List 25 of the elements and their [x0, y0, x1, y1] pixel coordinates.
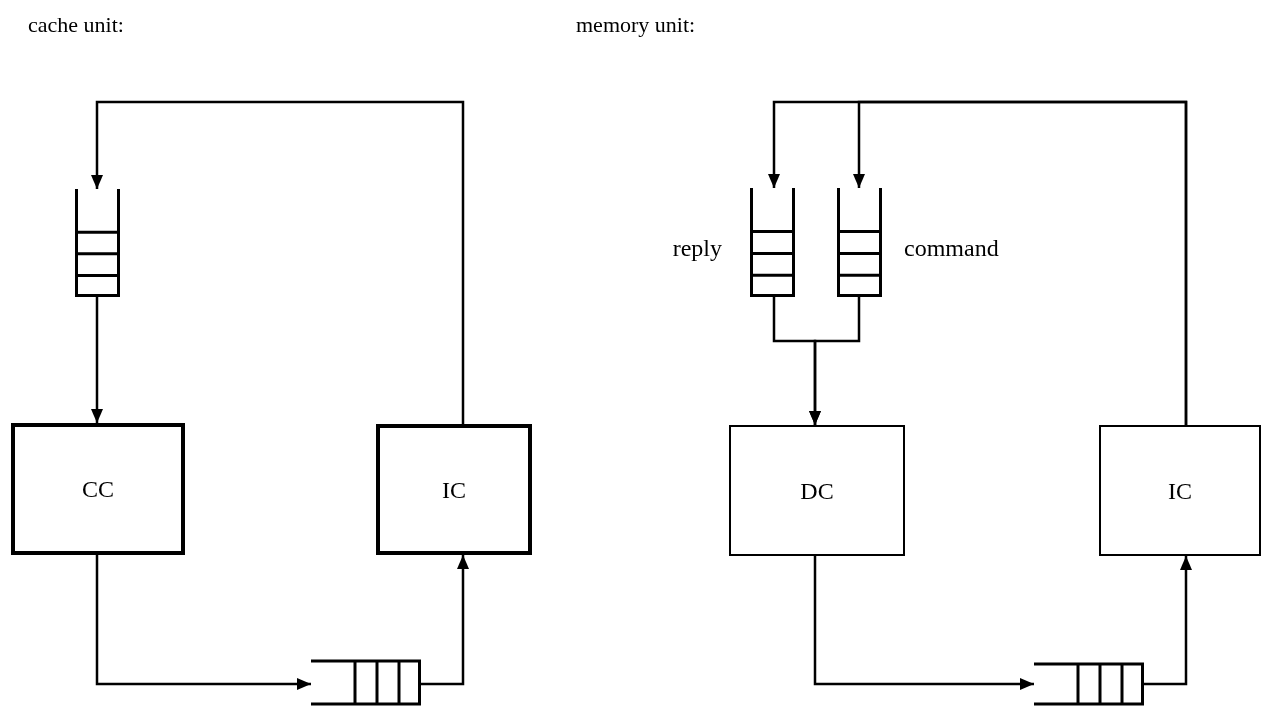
queue-label: reply — [672, 236, 722, 260]
node-label: DC — [800, 478, 834, 503]
node-label: IC — [442, 477, 466, 502]
process-box — [376, 424, 532, 555]
arrow — [853, 100, 1188, 425]
arrow — [91, 297, 103, 423]
queue-symbol — [837, 188, 882, 297]
node-label: CC — [82, 477, 114, 501]
queue-label: command — [904, 236, 999, 260]
process-box — [11, 423, 185, 555]
process-box — [1099, 425, 1261, 556]
queue-symbol — [75, 189, 120, 297]
arrow — [813, 556, 1034, 690]
queue-symbol — [311, 659, 421, 706]
arrow — [91, 100, 465, 424]
section-heading: cache unit: — [28, 14, 124, 36]
arrow — [95, 555, 311, 690]
arrow — [809, 297, 861, 425]
process-box — [729, 425, 905, 556]
arrow — [1144, 556, 1192, 686]
section-heading: memory unit: — [576, 14, 696, 36]
queue-symbol — [750, 188, 795, 297]
node-label: IC — [1168, 478, 1192, 503]
queue-symbol — [1034, 662, 1144, 706]
arrow — [421, 555, 469, 686]
